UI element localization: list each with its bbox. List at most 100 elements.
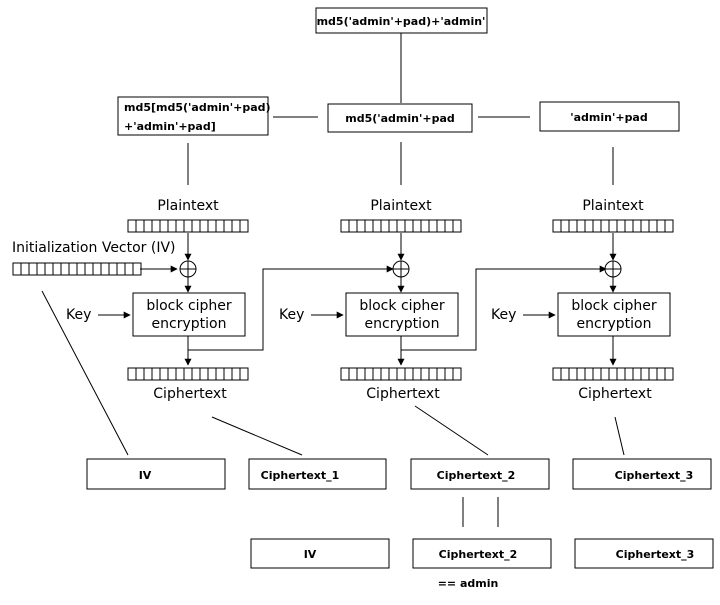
register-cell bbox=[239, 367, 249, 381]
register-cell bbox=[568, 367, 578, 381]
register-cell bbox=[231, 219, 241, 233]
iv-label: Initialization Vector (IV) bbox=[12, 240, 176, 256]
register-cell bbox=[183, 367, 193, 381]
register-cell bbox=[624, 219, 634, 233]
register-cell bbox=[388, 219, 398, 233]
register-cell bbox=[239, 219, 249, 233]
register-cell bbox=[116, 262, 126, 276]
register-cell bbox=[584, 219, 594, 233]
register-cell bbox=[560, 219, 570, 233]
iv-cells bbox=[12, 262, 142, 276]
register-cell bbox=[396, 219, 406, 233]
register-cell bbox=[167, 367, 177, 381]
register-cell bbox=[380, 367, 390, 381]
key-label-2: Key bbox=[279, 307, 304, 323]
register-cell bbox=[576, 367, 586, 381]
register-cell bbox=[372, 367, 382, 381]
register-cell bbox=[20, 262, 30, 276]
register-cell bbox=[412, 367, 422, 381]
register-cell bbox=[404, 219, 414, 233]
register-cell bbox=[340, 219, 350, 233]
xor-icon-3 bbox=[604, 260, 622, 278]
register-cell bbox=[388, 367, 398, 381]
register-cell bbox=[640, 367, 650, 381]
register-cell bbox=[372, 219, 382, 233]
row2-iv-label: IV bbox=[304, 548, 317, 561]
register-cell bbox=[436, 367, 446, 381]
plaintext-label-2: Plaintext bbox=[370, 198, 432, 214]
register-cell bbox=[100, 262, 110, 276]
register-cell bbox=[28, 262, 38, 276]
plaintext-label-3: Plaintext bbox=[582, 198, 644, 214]
register-cell bbox=[340, 367, 350, 381]
top-box-admin-pad-label: 'admin'+pad bbox=[570, 111, 647, 124]
row2-ciphertext-3-box: Ciphertext_3 bbox=[574, 538, 714, 569]
register-cell bbox=[616, 219, 626, 233]
key-label-1: Key bbox=[66, 307, 91, 323]
row2-iv-box: IV bbox=[250, 538, 390, 569]
register-cell bbox=[640, 219, 650, 233]
register-cell bbox=[576, 219, 586, 233]
register-cell bbox=[191, 367, 201, 381]
register-cell bbox=[452, 219, 462, 233]
register-cell bbox=[404, 367, 414, 381]
register-cell bbox=[436, 219, 446, 233]
register-cell bbox=[36, 262, 46, 276]
register-cell bbox=[396, 367, 406, 381]
iv-diagonal bbox=[41, 290, 129, 456]
iv-register bbox=[12, 262, 142, 276]
register-cell bbox=[380, 219, 390, 233]
row1-iv-box: IV bbox=[86, 458, 226, 490]
register-cell bbox=[608, 367, 618, 381]
register-cell bbox=[444, 367, 454, 381]
register-cell bbox=[648, 219, 658, 233]
register-cell bbox=[60, 262, 70, 276]
top-box-md5-md5: md5[md5('admin'+pad) +'admin'+pad] bbox=[117, 96, 271, 136]
row1-ciphertext-1-label: Ciphertext_1 bbox=[261, 469, 340, 482]
register-cell bbox=[632, 367, 642, 381]
chain-arrow-1 bbox=[188, 265, 394, 351]
register-cell bbox=[199, 219, 209, 233]
key-label-3: Key bbox=[491, 307, 516, 323]
register-cell bbox=[428, 219, 438, 233]
register-cell bbox=[648, 367, 658, 381]
block-cipher-line2-3: encryption bbox=[577, 316, 652, 332]
register-cell bbox=[127, 367, 137, 381]
register-cell bbox=[143, 219, 153, 233]
register-cell bbox=[207, 367, 217, 381]
ciphertext-register-3 bbox=[552, 367, 674, 381]
register-cell bbox=[124, 262, 134, 276]
register-cell bbox=[175, 219, 185, 233]
top-box-md5-pad-label: md5('admin'+pad bbox=[345, 112, 455, 125]
register-cell bbox=[552, 219, 562, 233]
register-cell bbox=[364, 219, 374, 233]
block-cipher-line1-1: block cipher bbox=[146, 298, 232, 314]
register-cell bbox=[664, 219, 674, 233]
register-cell bbox=[132, 262, 142, 276]
register-cell bbox=[68, 262, 78, 276]
row1-iv-label: IV bbox=[139, 469, 152, 482]
register-cell bbox=[175, 367, 185, 381]
register-cell bbox=[356, 219, 366, 233]
register-cell bbox=[348, 219, 358, 233]
row2-ciphertext-2-box: Ciphertext_2 bbox=[412, 538, 552, 569]
plaintext-register-2 bbox=[340, 219, 462, 233]
register-cell bbox=[444, 219, 454, 233]
row1-ciphertext-2-label: Ciphertext_2 bbox=[437, 469, 516, 482]
register-cell bbox=[632, 219, 642, 233]
row1-ciphertext-2-box: Ciphertext_2 bbox=[410, 458, 550, 490]
register-cell bbox=[568, 219, 578, 233]
register-cell bbox=[452, 367, 462, 381]
register-cell bbox=[207, 219, 217, 233]
register-cell bbox=[592, 219, 602, 233]
ciphertext-1-diagonal bbox=[211, 416, 303, 456]
register-cell bbox=[664, 367, 674, 381]
row1-ciphertext-3-label: Ciphertext_3 bbox=[615, 469, 694, 482]
register-cell bbox=[552, 367, 562, 381]
register-cell bbox=[624, 367, 634, 381]
register-cell bbox=[84, 262, 94, 276]
